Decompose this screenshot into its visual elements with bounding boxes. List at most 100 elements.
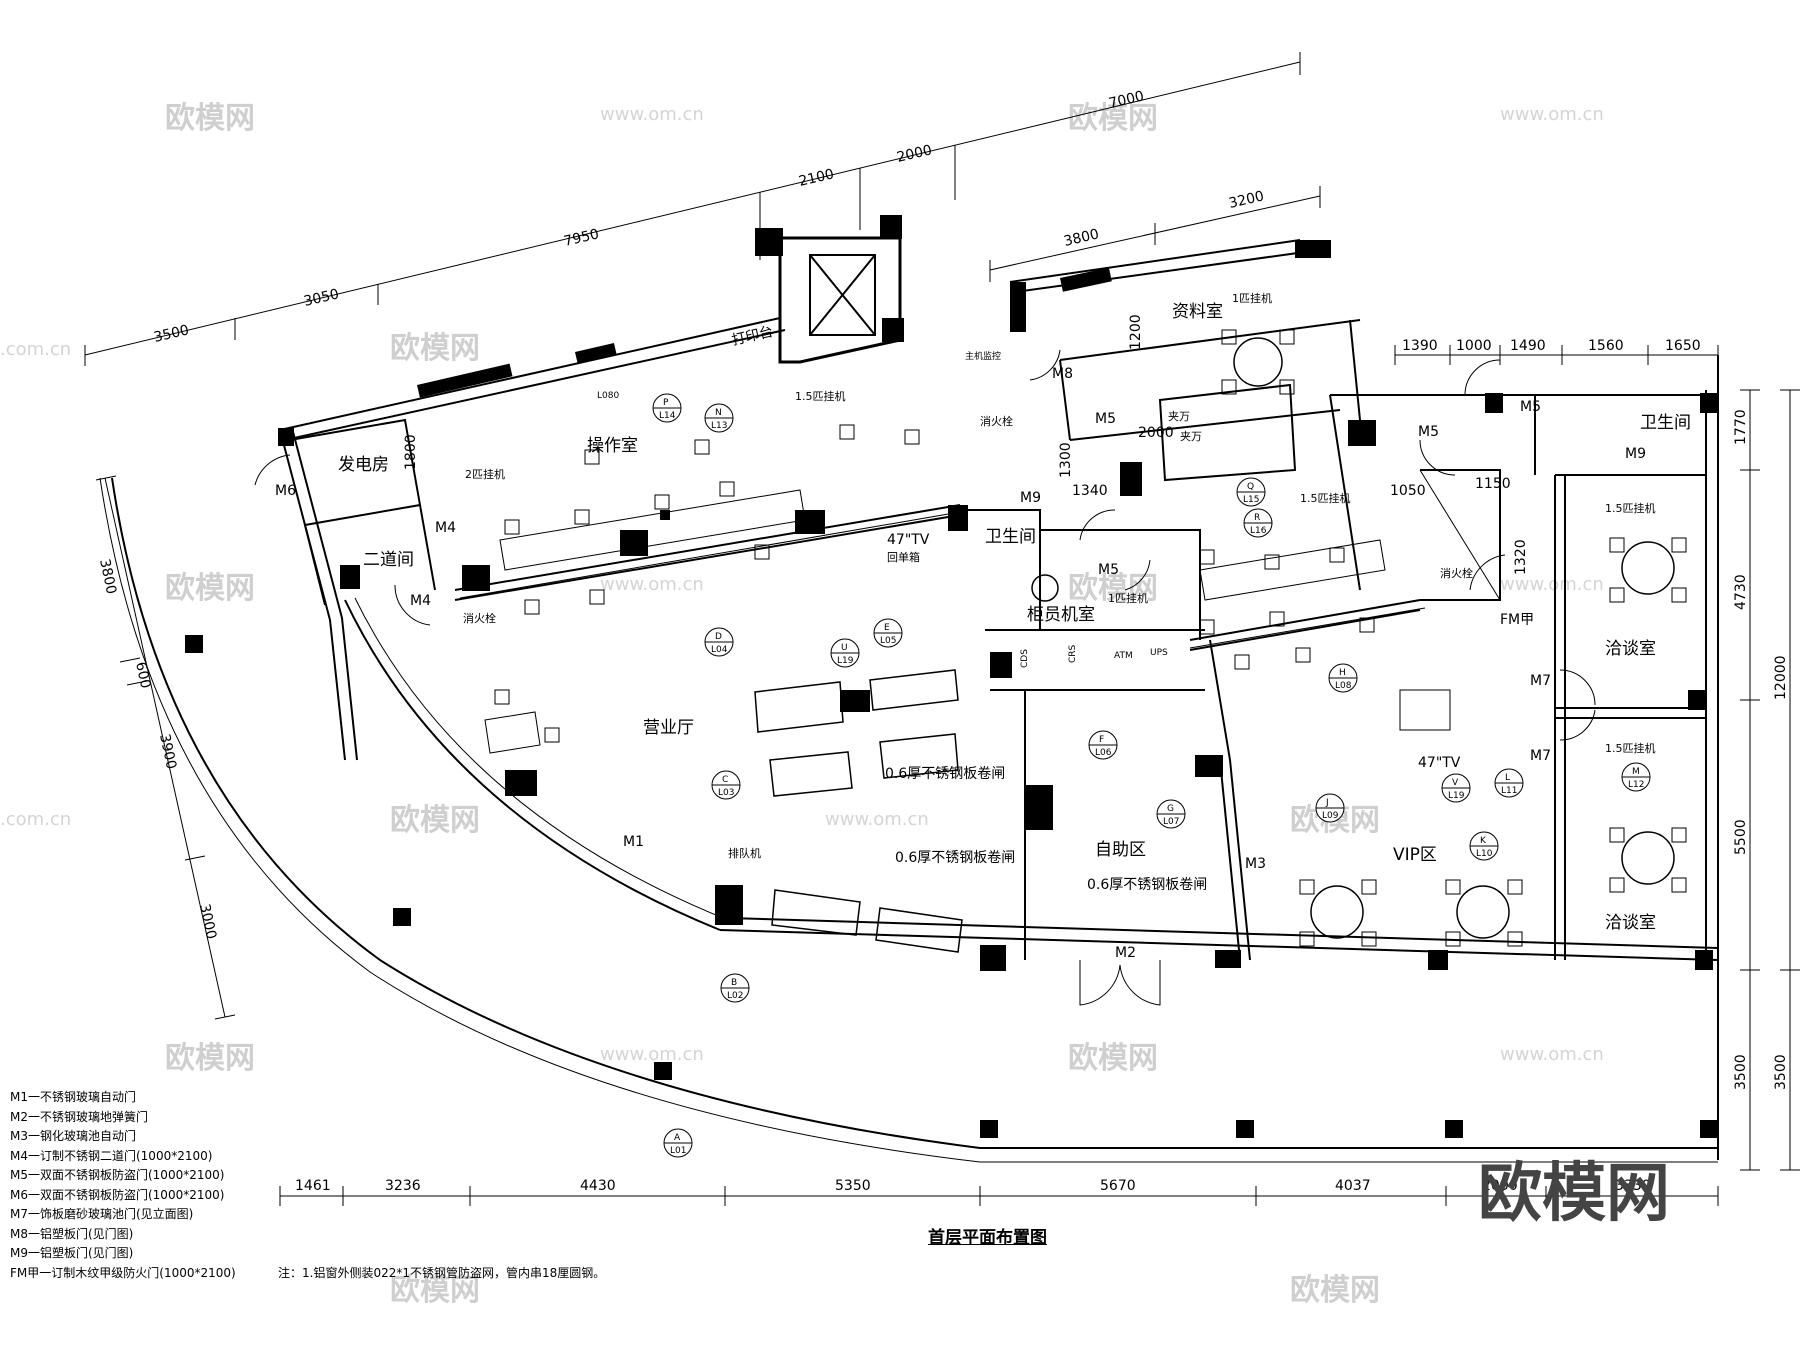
room-label-vip: VIP区 — [1393, 845, 1437, 865]
svg-text:L08: L08 — [1335, 681, 1352, 691]
dim-text: 1050 — [1390, 483, 1426, 499]
door-label: M7 — [1530, 748, 1551, 764]
svg-text:F: F — [1099, 735, 1104, 745]
view-marker: D L04 — [704, 627, 734, 657]
legend-item: M2一不锈钢玻璃地弹簧门 — [10, 1109, 148, 1124]
svg-text:B: B — [731, 978, 737, 988]
svg-text:J: J — [1325, 798, 1329, 808]
queue-machine-label: 排队机 — [728, 846, 761, 860]
dim-text: 5670 — [1100, 1178, 1136, 1194]
watermark-logo: 欧模网 — [390, 331, 480, 366]
legend-item: M4一订制不锈钢二道门(1000*2100) — [10, 1148, 213, 1163]
shutter-label: 0.6厚不锈钢板卷闸 — [1087, 877, 1207, 893]
dim-text: 5350 — [835, 1178, 871, 1194]
svg-text:D: D — [715, 632, 722, 642]
legend-item: M1一不锈钢玻璃自动门 — [10, 1090, 136, 1104]
room-label-archive: 资料室 — [1172, 302, 1223, 322]
walls — [99, 236, 1719, 1163]
dim-text: 3050 — [302, 286, 340, 310]
view-marker: F L06 — [1088, 730, 1118, 760]
dim-text: 1150 — [1475, 476, 1511, 492]
svg-text:L06: L06 — [1095, 748, 1112, 758]
svg-text:L07: L07 — [1163, 817, 1179, 827]
furniture-sofas — [754, 669, 963, 953]
dim-text: 2000 — [895, 142, 933, 166]
dim-text: 7000 — [1107, 88, 1145, 112]
dim-text: 3500 — [152, 322, 190, 346]
dim-text: 1000 — [1456, 338, 1492, 354]
columns — [185, 215, 1718, 1138]
watermark-logo: 欧模网 — [1068, 1041, 1158, 1076]
room-label-meeting: 洽谈室 — [1605, 913, 1656, 933]
dim-text: 5500 — [1733, 819, 1749, 855]
view-marker: N L13 — [704, 403, 734, 433]
svg-text:L10: L10 — [1476, 849, 1493, 859]
hydrant-label: 消火栓 — [980, 414, 1013, 428]
door-label: M4 — [435, 520, 456, 536]
svg-text:L13: L13 — [711, 421, 727, 431]
atm-label: UPS — [1150, 648, 1168, 658]
svg-text:L04: L04 — [711, 645, 728, 655]
watermark-url: www.om.cn — [825, 809, 929, 830]
watermark-logo: 欧模网 — [165, 571, 255, 606]
svg-text:L16: L16 — [1250, 526, 1267, 536]
room-label-teller: 柜员机室 — [1027, 605, 1095, 625]
room-label-fm: FM甲 — [1500, 612, 1534, 628]
watermark-url: www.om.cn — [1500, 574, 1604, 595]
legend-item: M7一饰板磨砂玻璃池门(见立面图) — [10, 1207, 194, 1221]
dim-text: 3236 — [385, 1178, 421, 1194]
dim-text: 1340 — [1072, 483, 1108, 499]
dim-text: 3200 — [1227, 188, 1265, 212]
safe-label: 夹万 — [1168, 410, 1190, 423]
view-marker: R L16 — [1243, 508, 1273, 538]
hydrant-label: 消火栓 — [463, 611, 496, 625]
svg-text:L19: L19 — [1448, 791, 1465, 801]
watermark-url: .com.cn — [0, 809, 71, 830]
dim-text: 3000 — [196, 903, 219, 941]
dim-text: 4430 — [580, 1178, 616, 1194]
dim-text: 1461 — [295, 1178, 331, 1194]
dim-text: 4037 — [1335, 1178, 1371, 1194]
svg-text:C: C — [722, 775, 728, 785]
code-label: L080 — [597, 391, 619, 401]
dim-text: 1300 — [1058, 442, 1074, 478]
tv-label: 47"TV — [887, 532, 930, 548]
door-label: M1 — [623, 834, 644, 850]
atm-label: ATM — [1114, 651, 1133, 661]
dim-text: 1490 — [1510, 338, 1546, 354]
room-label-hall: 营业厅 — [643, 718, 694, 738]
shutter-label: 0.6厚不锈钢板卷闸 — [885, 766, 1005, 782]
svg-text:Q: Q — [1247, 482, 1254, 492]
door-tags: M6 M4 M4 M1 M2 M3 M8 M5 M9 M5 M5 M5 M9 M… — [275, 366, 1646, 961]
svg-text:U: U — [841, 643, 848, 653]
door-label: M3 — [1245, 856, 1266, 872]
door-label: M4 — [410, 593, 431, 609]
legend-item: M3一钢化玻璃池自动门 — [10, 1129, 136, 1143]
door-label: M7 — [1530, 673, 1551, 689]
door-label: M5 — [1520, 399, 1541, 415]
svg-text:E: E — [884, 623, 890, 633]
door-label: M8 — [1052, 366, 1073, 382]
svg-text:N: N — [715, 408, 722, 418]
legend-item: M8一铝塑板门(见门图) — [10, 1226, 134, 1241]
ac-unit-label: 1匹挂机 — [1108, 591, 1148, 605]
svg-text:L11: L11 — [1501, 786, 1517, 796]
safe-label: 夹万 — [1180, 430, 1202, 443]
svg-text:R: R — [1254, 513, 1260, 523]
legend-item: FM甲一订制木纹甲级防火门(1000*2100) — [10, 1265, 236, 1280]
watermark-logo: 欧模网 — [390, 1273, 480, 1308]
watermark-url: www.om.cn — [600, 574, 704, 595]
